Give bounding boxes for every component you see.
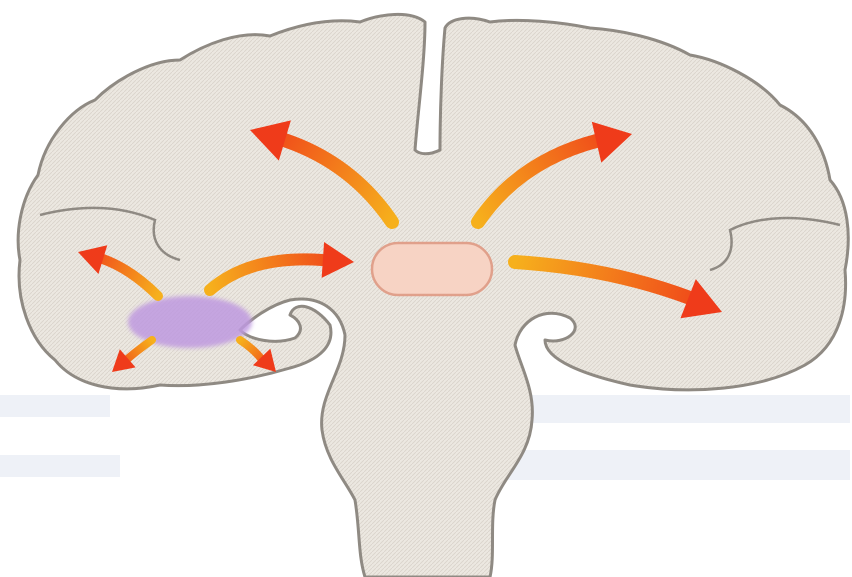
thalamus-spot — [372, 243, 492, 295]
